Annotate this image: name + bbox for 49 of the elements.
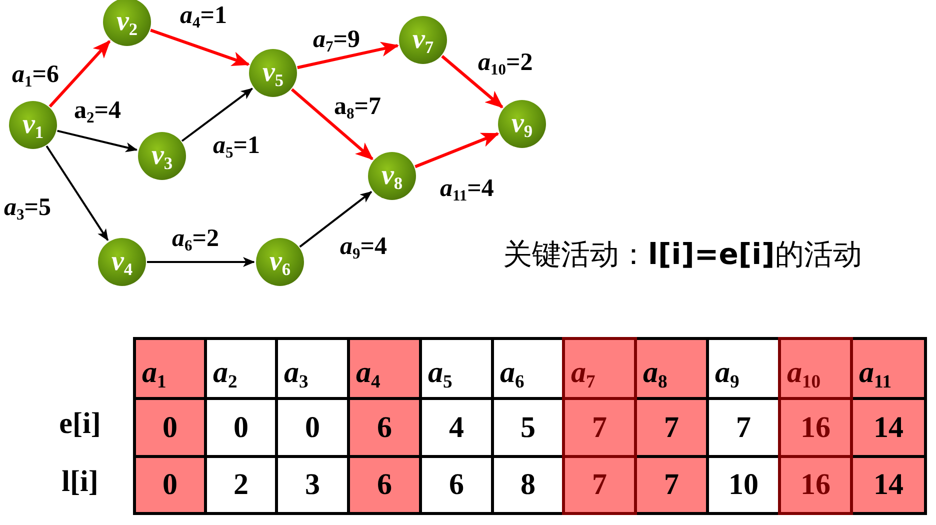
- table-cell: 6: [347, 455, 422, 515]
- node-circle: v$_{2}$: [103, 0, 151, 46]
- node-circle: v$_{1}$: [9, 101, 57, 149]
- node-circle: v$_{9}$: [498, 100, 546, 148]
- row-header: e[i]: [58, 407, 102, 441]
- arrow: [46, 145, 109, 242]
- arrow: [57, 130, 138, 152]
- table-cell: 16: [778, 397, 853, 458]
- table-cell: a$_{1}$: [133, 337, 207, 400]
- node-circle: v$_{3}$: [138, 132, 186, 180]
- arrow: [48, 40, 111, 108]
- node-circle: v$_{4}$: [98, 238, 146, 286]
- node-circle: v$_{6}$: [256, 238, 304, 286]
- table-cell: a$_{7}$: [562, 337, 637, 400]
- table-cell: 7: [634, 455, 709, 515]
- table-cell: a$_{10}$: [778, 337, 853, 400]
- arrow: [150, 28, 250, 66]
- table-cell: a$_{4}$: [347, 337, 422, 400]
- edge-label: a$_{6}$=2: [172, 226, 219, 251]
- arrow: [441, 55, 504, 108]
- edge-label: a$_{10}$=2: [478, 50, 533, 75]
- edge-label: a$_{9}$=4: [340, 234, 387, 259]
- edge-label: a$_{3}$=5: [4, 195, 51, 220]
- edge-label: a$_{11}$=4: [440, 176, 494, 201]
- node-circle: v$_{7}$: [399, 16, 447, 64]
- row-header: l[i]: [60, 465, 100, 499]
- table-cell: 0: [133, 397, 207, 458]
- table-cell: 14: [850, 397, 927, 458]
- edge-label: a$_{1}$=6: [12, 62, 59, 87]
- table-cell: 7: [562, 397, 637, 458]
- arrow: [297, 42, 400, 70]
- node-circle: v$_{8}$: [368, 152, 416, 200]
- note-text: 关键活动：l[i]=e[i]的活动: [503, 236, 862, 273]
- edge-label: a$_{7}$=9: [313, 27, 360, 52]
- arrow: [147, 257, 255, 267]
- node-circle: v$_{5}$: [249, 49, 297, 97]
- table-cell: 6: [347, 397, 422, 458]
- edge-label: a$_{5}$=1: [213, 133, 260, 158]
- arrow: [414, 132, 500, 168]
- table-cell: a$_{11}$: [850, 337, 927, 400]
- table-cell: 16: [778, 455, 853, 515]
- arrow: [181, 88, 253, 142]
- arrow: [299, 191, 372, 248]
- edge-label: a$_{2}$=4: [74, 98, 121, 123]
- table-cell: 0: [133, 455, 207, 515]
- table-cell: 7: [562, 455, 637, 515]
- edge-label: a$_{4}$=1: [180, 3, 227, 28]
- table-cell: 14: [850, 455, 927, 515]
- edge-label: a$_{8}$=7: [334, 94, 381, 119]
